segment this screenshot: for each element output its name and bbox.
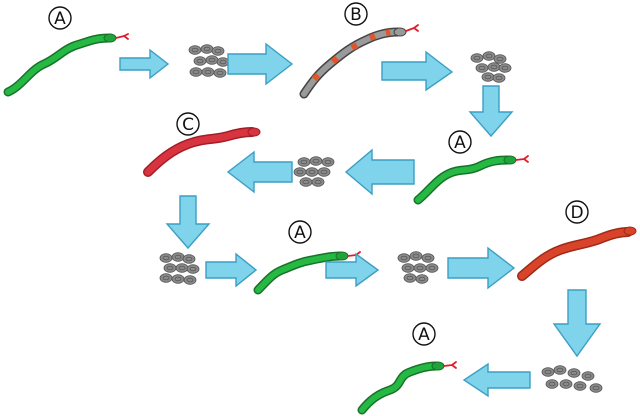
snake-label: A xyxy=(418,325,430,345)
snake-b xyxy=(299,24,419,99)
label-a-2: A xyxy=(448,130,472,154)
snake-a-1 xyxy=(3,33,129,97)
arrow-4 xyxy=(468,85,514,138)
label-d: D xyxy=(565,200,589,224)
label-a-4: A xyxy=(412,322,436,346)
arrow-5 xyxy=(344,148,415,196)
snake-a-3 xyxy=(253,251,361,295)
arrow-3 xyxy=(381,50,454,92)
arrow-12 xyxy=(462,362,531,398)
arrow-11 xyxy=(552,289,602,358)
egg-clutch-5 xyxy=(397,251,439,284)
egg-clutch-6 xyxy=(541,365,603,393)
snake-d xyxy=(517,226,637,281)
snake-label: A xyxy=(454,133,466,153)
label-a-3: A xyxy=(288,220,312,244)
snake-label: A xyxy=(294,223,306,243)
arrow-6 xyxy=(226,150,293,194)
arrow-10 xyxy=(447,246,516,290)
label-c: C xyxy=(176,112,200,136)
egg-clutch-4 xyxy=(159,252,200,285)
arrow-9 xyxy=(325,252,380,288)
label-a-1: A xyxy=(48,6,72,30)
egg-clutch-1 xyxy=(188,44,230,78)
snake-a-2 xyxy=(413,155,529,205)
snake-label: B xyxy=(350,5,362,25)
label-b: B xyxy=(344,2,368,26)
snake-a-4 xyxy=(357,361,457,415)
arrow-8 xyxy=(205,252,258,288)
snake-label: A xyxy=(54,9,66,29)
egg-clutch-3 xyxy=(293,156,335,187)
arrow-2 xyxy=(227,42,294,86)
snake-c xyxy=(143,127,261,177)
snake-label: D xyxy=(570,203,583,223)
arrow-1 xyxy=(119,48,170,80)
snake-label: C xyxy=(182,115,194,135)
egg-clutch-2 xyxy=(470,51,512,83)
arrow-7 xyxy=(165,195,211,250)
